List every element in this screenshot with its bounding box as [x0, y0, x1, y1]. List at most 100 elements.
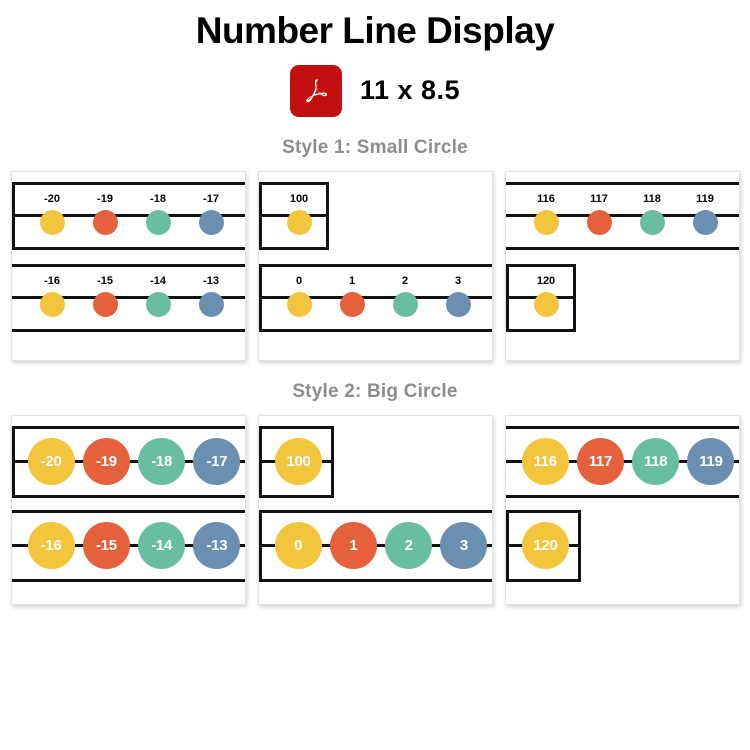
number-marker[interactable]	[533, 292, 559, 318]
number-line-tick[interactable]: 118	[628, 426, 683, 498]
number-label: -19	[97, 192, 113, 205]
number-marker[interactable]	[145, 210, 171, 236]
number-line-tick[interactable]: -14	[134, 510, 189, 582]
number-line-tick[interactable]: -15	[79, 264, 132, 332]
number-marker[interactable]: -20	[27, 438, 75, 486]
number-line-axis	[258, 296, 492, 300]
number-line-tick[interactable]: 3	[432, 264, 485, 332]
number-line-tick[interactable]: -18	[134, 426, 189, 498]
number-line-tick[interactable]: 117	[573, 182, 626, 250]
number-marker[interactable]	[445, 292, 471, 318]
styles-container: Style 1: Small Circle-20-19-18-17-16-15-…	[0, 137, 750, 605]
number-line-tick[interactable]: -17	[185, 182, 238, 250]
style-section-1: Style 1: Small Circle-20-19-18-17-16-15-…	[0, 137, 750, 361]
number-marker[interactable]	[586, 210, 612, 236]
number-marker[interactable]: 100	[275, 438, 322, 486]
number-label: 118	[643, 192, 661, 205]
number-marker[interactable]	[39, 292, 65, 318]
number-line-tick[interactable]: -20	[24, 426, 79, 498]
number-line-tick[interactable]: -19	[79, 182, 132, 250]
number-line-row[interactable]: 100	[258, 425, 334, 498]
number-marker[interactable]: -13	[193, 522, 241, 570]
number-marker[interactable]: 118	[632, 438, 680, 486]
number-line-tick[interactable]: -14	[132, 264, 185, 332]
number-line-tick[interactable]: 100	[273, 182, 326, 250]
number-line-tick[interactable]: -17	[189, 426, 244, 498]
number-line-tick[interactable]: 1	[326, 264, 379, 332]
number-marker[interactable]: 116	[521, 438, 569, 486]
number-marker[interactable]: -18	[138, 438, 186, 486]
number-marker[interactable]: -19	[82, 438, 130, 486]
number-marker[interactable]	[392, 292, 418, 318]
number-marker[interactable]	[39, 210, 65, 236]
number-line-tick[interactable]: 120	[518, 510, 574, 582]
number-marker[interactable]	[639, 210, 665, 236]
number-line-tick[interactable]: -13	[185, 264, 238, 332]
panel-negative-teens[interactable]: -20 -19 -18-17 -16-15-14-13	[10, 170, 246, 361]
number-marker[interactable]: 1	[329, 522, 377, 570]
number-line-tick[interactable]: 0	[271, 510, 326, 582]
number-line-tick[interactable]: 100	[271, 426, 327, 498]
number-marker[interactable]	[198, 210, 224, 236]
number-marker[interactable]: 3	[440, 522, 488, 570]
number-line-tick[interactable]: -15	[79, 510, 134, 582]
number-marker[interactable]	[286, 210, 312, 236]
number-line-tick[interactable]: 119	[683, 426, 738, 498]
number-marker[interactable]: 0	[274, 522, 322, 570]
number-marker[interactable]: -16	[27, 522, 75, 570]
number-marker[interactable]	[92, 210, 118, 236]
number-line-tick[interactable]: -13	[189, 510, 244, 582]
number-marker[interactable]	[198, 292, 224, 318]
number-line-tick[interactable]: 120	[520, 264, 573, 332]
number-marker[interactable]: -14	[138, 522, 186, 570]
number-line-tick[interactable]: 3	[436, 510, 491, 582]
number-line-tick[interactable]: 2	[379, 264, 432, 332]
number-marker[interactable]: 2	[385, 522, 433, 570]
number-marker[interactable]	[145, 292, 171, 318]
number-line-tick[interactable]: -19	[79, 426, 134, 498]
number-line-row[interactable]: -20 -19 -18-17	[11, 181, 245, 250]
number-line-tick[interactable]: 0	[273, 264, 326, 332]
number-label: 119	[696, 192, 714, 205]
number-line-tick[interactable]: 1	[326, 510, 381, 582]
number-marker[interactable]	[339, 292, 365, 318]
number-line-tick[interactable]: 118	[626, 182, 679, 250]
number-marker[interactable]: 120	[522, 522, 569, 570]
number-line-tick[interactable]: 2	[381, 510, 436, 582]
panel-negative-teens[interactable]: -20-19-18-17 -16-15-14-13	[10, 414, 246, 605]
number-line-tick[interactable]: 119	[679, 182, 732, 250]
number-line-tick[interactable]: 116	[520, 182, 573, 250]
number-marker[interactable]	[533, 210, 559, 236]
number-marker[interactable]	[286, 292, 312, 318]
number-marker[interactable]: 119	[687, 438, 735, 486]
number-line-row[interactable]: -16-15-14-13	[11, 509, 245, 582]
number-marker[interactable]: 117	[576, 438, 624, 486]
number-line-row[interactable]: -16-15-14-13	[11, 263, 245, 332]
number-line-tick[interactable]: 116	[518, 426, 573, 498]
number-marker[interactable]	[692, 210, 718, 236]
number-line-tick[interactable]: -18	[132, 182, 185, 250]
number-line-tick[interactable]: -16	[24, 510, 79, 582]
number-line-row[interactable]: 120	[505, 509, 581, 582]
number-line-row[interactable]: 100	[258, 181, 329, 250]
number-marker[interactable]	[92, 292, 118, 318]
number-marker[interactable]: -17	[193, 438, 241, 486]
number-line-tick[interactable]: 117	[573, 426, 628, 498]
number-line-tick[interactable]: -16	[26, 264, 79, 332]
tick-container: 100	[259, 182, 329, 250]
number-marker[interactable]: -15	[82, 522, 130, 570]
number-line-tick[interactable]: -20	[26, 182, 79, 250]
number-line-row[interactable]: -20-19-18-17	[11, 425, 245, 498]
number-line-row[interactable]: 120	[505, 263, 576, 332]
